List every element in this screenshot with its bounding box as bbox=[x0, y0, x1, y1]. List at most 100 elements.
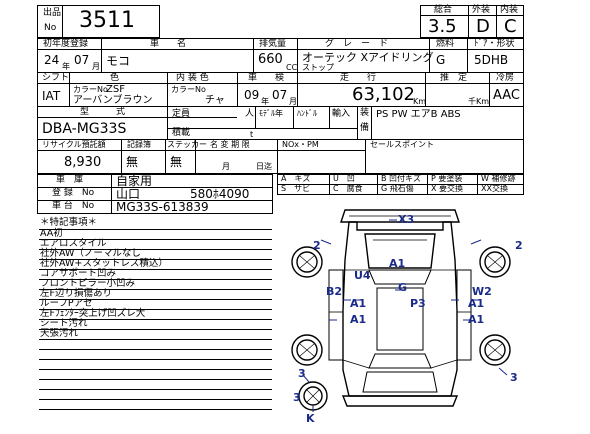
note-line: 左Fﾌｪﾝﾀｰ突上げ凹ズレ大 bbox=[40, 308, 146, 319]
mark-a1-lower-left: A1 bbox=[350, 313, 367, 326]
mark-front-left-wheel: 2 bbox=[313, 239, 321, 252]
note-line: 左F辺り損傷あり bbox=[40, 288, 112, 299]
mileage-label: 走 行 bbox=[340, 73, 377, 83]
inspection-label: 車 検 bbox=[248, 73, 285, 83]
chassis-label: 車 台 No bbox=[52, 201, 95, 211]
score-exterior-label: 外装 bbox=[472, 5, 491, 15]
sales-label: セールスポイント bbox=[370, 140, 434, 149]
note-line: AA初 bbox=[40, 228, 63, 239]
reg-label: 初年度登録 bbox=[43, 39, 89, 49]
legend-u: U 凹 bbox=[333, 174, 355, 183]
legend-p: P 要塗装 bbox=[431, 174, 463, 183]
mark-a1-left: A1 bbox=[350, 297, 367, 310]
lot-number: 3511 bbox=[79, 8, 135, 33]
mark-rear-right-wheel: 3 bbox=[510, 371, 518, 384]
mileage-unit: Km bbox=[413, 97, 427, 106]
nox-label: NOx・PM bbox=[282, 140, 319, 149]
model-year-label: ﾓﾃﾞﾙ年 bbox=[259, 109, 283, 118]
mark-a1-right: A1 bbox=[468, 297, 485, 310]
reg-number: 580ﾎ4090 bbox=[190, 187, 250, 201]
reg-year: 24 bbox=[44, 53, 60, 67]
mark-w2: W2 bbox=[472, 285, 492, 298]
reg-pref: 山口 bbox=[116, 187, 141, 201]
legend-a: A キズ bbox=[281, 174, 311, 183]
estimate-unit: 千Km bbox=[468, 97, 490, 106]
handle-label: ﾊﾝﾄﾞﾙ bbox=[297, 109, 317, 118]
car-name: モコ bbox=[106, 54, 131, 68]
mark-rear-left-wheel: 3 bbox=[298, 367, 306, 380]
insp-month: 07 bbox=[272, 88, 288, 102]
reg-month: 07 bbox=[74, 53, 90, 67]
score-interior: C bbox=[504, 16, 517, 37]
interior-label: 内 装 色 bbox=[176, 73, 209, 83]
note-line: エアロスタイル bbox=[40, 238, 107, 249]
score-total: 3.5 bbox=[428, 16, 457, 37]
name-change-label: 名 変 期 限 bbox=[210, 140, 250, 149]
body-color: アーバンブラウン bbox=[73, 95, 153, 106]
record-label: 記録簿 bbox=[127, 140, 151, 149]
door-label: ﾄﾞｱ・形状 bbox=[474, 39, 515, 49]
capacity-label: 定員 bbox=[172, 109, 191, 119]
scores-box bbox=[420, 5, 524, 38]
equipment: PS PW エアB ABS bbox=[376, 109, 461, 120]
notes-title: ＊特記事項＊ bbox=[40, 217, 98, 228]
usage-box bbox=[37, 174, 273, 214]
chassis-number: MG33S-613839 bbox=[116, 200, 209, 214]
note-line: ルーフPアセ bbox=[40, 298, 93, 309]
door-shape: 5DHB bbox=[474, 53, 509, 67]
legend-x: X 要交換 bbox=[431, 184, 464, 193]
equip-label-1: 装 bbox=[360, 108, 370, 118]
fuel-label: 燃料 bbox=[436, 39, 455, 49]
disp-label: 排気量 bbox=[259, 39, 287, 49]
grade-label: グ レ ー ド bbox=[325, 39, 389, 49]
color-no-label: カラーNo bbox=[73, 85, 108, 94]
note-line: フロントピラー小凹み bbox=[40, 278, 136, 289]
note-line: シート汚れ bbox=[40, 318, 88, 329]
note-line: 天張汚れ bbox=[40, 328, 79, 339]
score-exterior: D bbox=[476, 16, 490, 37]
grade: オーテック Xアイドリング bbox=[302, 51, 434, 64]
note-line: コアサポート凹み bbox=[40, 268, 117, 279]
legend-xx: XX交換 bbox=[481, 184, 508, 193]
ac-label: 冷房 bbox=[496, 73, 515, 83]
sticker-label: ステッカー bbox=[167, 140, 207, 149]
legend-b: B 凹付キズ bbox=[381, 174, 422, 183]
record-book: 無 bbox=[126, 155, 139, 169]
model-label: 型 式 bbox=[80, 107, 126, 117]
interior-color: チャ bbox=[205, 95, 225, 106]
displacement: 660 bbox=[258, 52, 283, 67]
mark-u4: U4 bbox=[354, 269, 371, 282]
mark-hood-a1: A1 bbox=[389, 257, 406, 270]
usage-label: 車 庫 bbox=[56, 175, 84, 185]
recycle-fee: 8,930 bbox=[64, 155, 102, 170]
lot-box bbox=[37, 5, 160, 38]
legend-w: W 補修跡 bbox=[481, 174, 516, 183]
mark-b2: B2 bbox=[326, 285, 343, 298]
legend-c: C 腐食 bbox=[333, 184, 363, 193]
legend-s: S サビ bbox=[281, 184, 311, 193]
reg-no-label: 登 録 No bbox=[52, 188, 95, 198]
reg-month-unit: 月 bbox=[92, 62, 100, 71]
import-label: 輸入 bbox=[332, 109, 351, 119]
estimate-label: 推 定 bbox=[440, 73, 468, 83]
insp-month-unit: 月 bbox=[289, 97, 297, 106]
reg-year-unit: 年 bbox=[62, 62, 70, 71]
disp-unit: CC bbox=[286, 63, 298, 72]
mark-spare: 3 bbox=[293, 391, 301, 404]
mark-k: K bbox=[306, 412, 315, 425]
capacity-unit: 人 bbox=[245, 109, 255, 119]
insp-year: 09 bbox=[244, 88, 260, 102]
color-label: 色 bbox=[110, 73, 120, 83]
lot-label-top: 出品 bbox=[43, 8, 62, 18]
load-label: 積載 bbox=[172, 128, 191, 138]
mark-a1-lower-right: A1 bbox=[468, 313, 485, 326]
insp-year-unit: 年 bbox=[261, 97, 269, 106]
fuel: G bbox=[436, 53, 446, 67]
mileage: 63,102 bbox=[352, 84, 415, 105]
shift-label: シフト bbox=[42, 73, 70, 83]
load-unit: t bbox=[250, 130, 254, 139]
lot-label-bottom: No bbox=[44, 23, 57, 33]
nc-month-unit: 月 bbox=[222, 162, 230, 171]
model-code: DBA-MG33S bbox=[42, 121, 127, 137]
equip-label-2: 備 bbox=[360, 123, 370, 133]
